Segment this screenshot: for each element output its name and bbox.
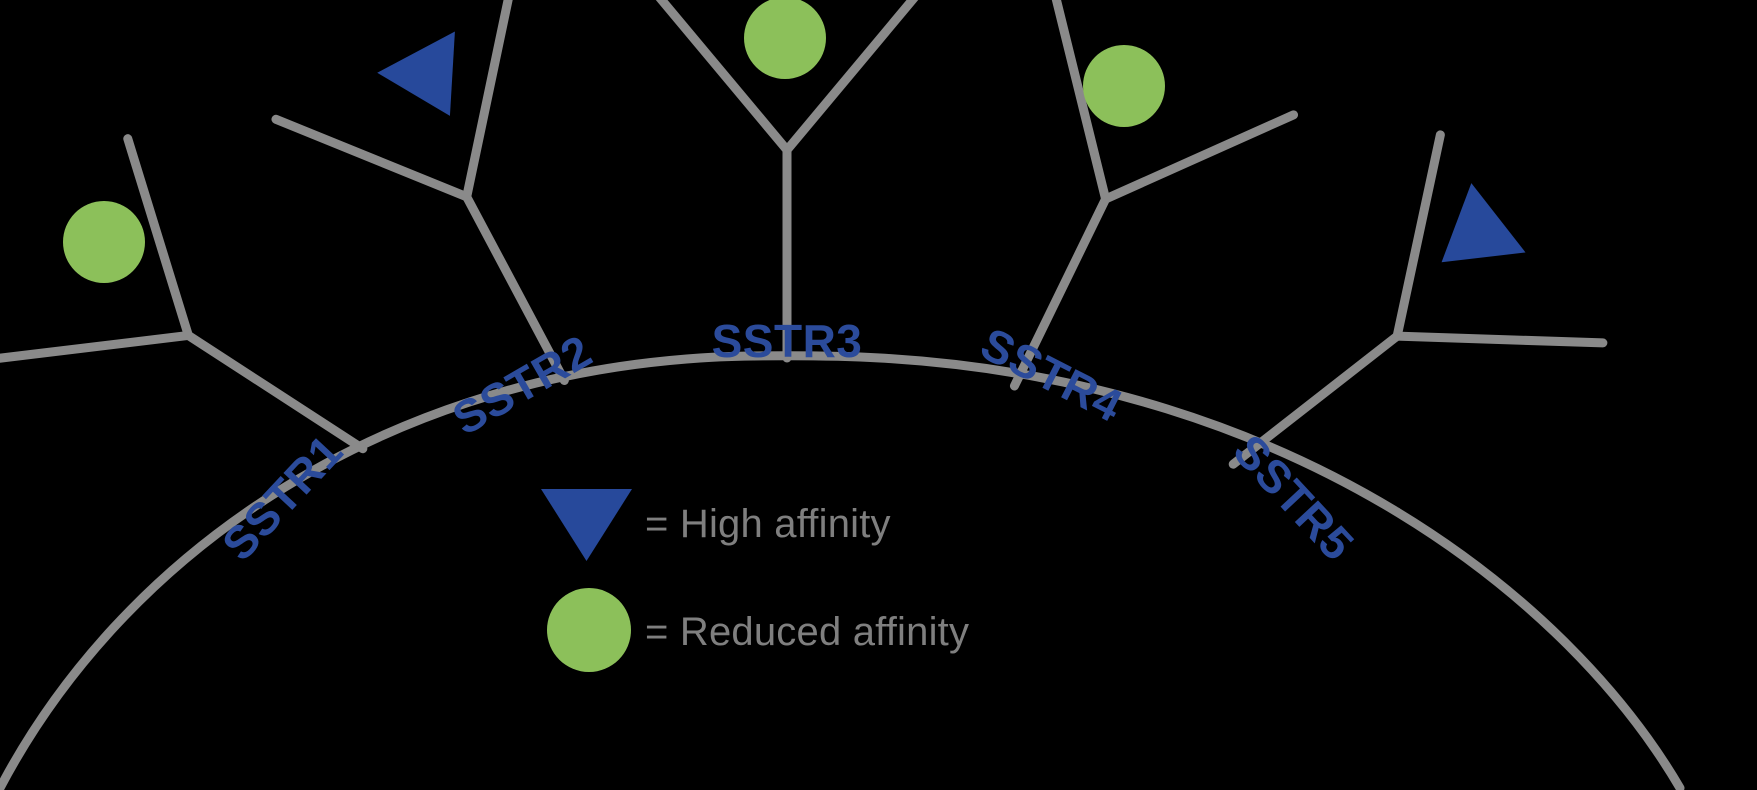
receptor-label-sstr5: SSTR5	[1223, 425, 1364, 571]
receptor-sstr4[interactable]	[896, 0, 1299, 444]
receptor-sstr2[interactable]	[271, 0, 681, 442]
receptor-arm-right	[462, 0, 514, 202]
receptor-label-sstr2: SSTR2	[444, 324, 601, 444]
receptor-arm-right	[1392, 331, 1608, 348]
legend-label-high-affinity: = High affinity	[645, 502, 891, 546]
receptor-label-sstr4: SSTR4	[973, 317, 1131, 432]
high-affinity-triangle[interactable]	[1414, 183, 1526, 297]
receptor-arm-left	[271, 114, 472, 202]
reduced-affinity-circle[interactable]	[1083, 45, 1165, 127]
receptor-arm-left	[1392, 130, 1445, 341]
reduced-affinity-circle[interactable]	[744, 0, 826, 79]
receptor-arm-left	[655, 0, 792, 155]
receptor-arm-left	[0, 330, 193, 365]
receptor-arm-left	[1051, 0, 1111, 204]
receptor-stem	[1009, 194, 1111, 391]
receptor-arm-right	[782, 0, 919, 155]
receptor-label-sstr3: SSTR3	[712, 315, 863, 367]
legend-label-reduced-affinity: = Reduced affinity	[645, 610, 969, 654]
legend: = High affinity = Reduced affinity	[541, 489, 969, 672]
receptor-sstr3[interactable]	[655, 0, 919, 363]
receptor-label-sstr1: SSTR1	[212, 425, 353, 571]
high-affinity-triangle	[541, 489, 632, 561]
reduced-affinity-circle	[547, 588, 631, 672]
receptor-stem	[1228, 331, 1402, 469]
receptor-stem	[183, 330, 368, 454]
receptor-sstr1[interactable]	[0, 134, 435, 560]
high-affinity-triangle[interactable]	[377, 31, 489, 136]
legend-item-high-affinity[interactable]: = High affinity	[541, 489, 891, 561]
receptor-sstr5[interactable]	[1152, 130, 1608, 568]
legend-item-reduced-affinity[interactable]: = Reduced affinity	[547, 588, 969, 672]
cell-membrane-arc	[0, 351, 1685, 790]
receptor-arm-right	[1101, 110, 1299, 204]
reduced-affinity-circle[interactable]	[63, 201, 145, 283]
receptor-arm-right	[123, 134, 193, 340]
receptor-group	[0, 0, 1608, 568]
receptor-stem	[462, 192, 569, 385]
